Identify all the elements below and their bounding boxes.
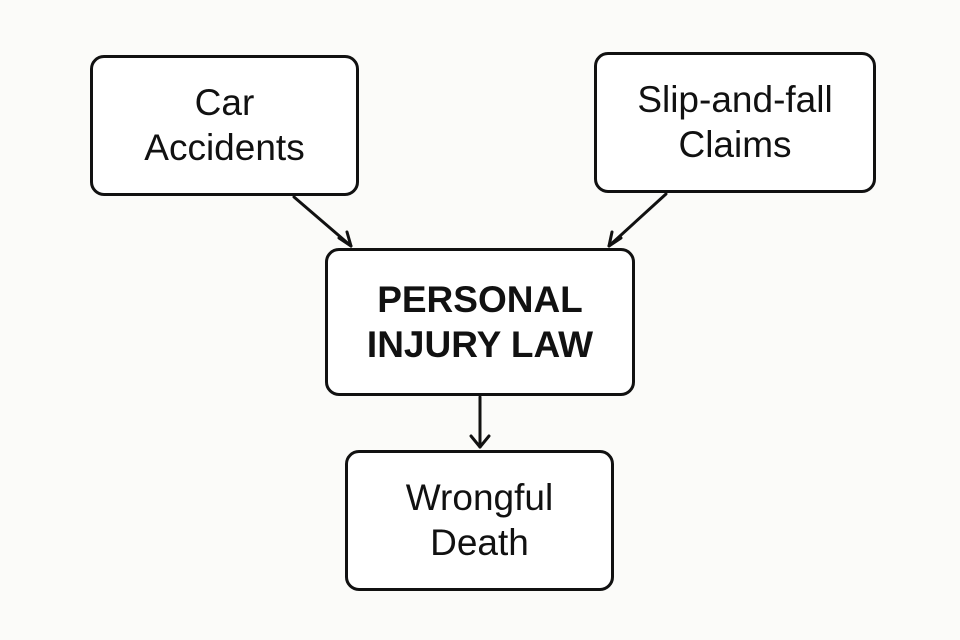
personal-injury-law-label-line-1: PERSONAL (377, 278, 583, 320)
slip-and-fall-claims-label-line-2: Claims (678, 123, 792, 165)
wrongful-death-label: Wrongful Death (406, 476, 553, 565)
personal-injury-law-node: PERSONAL INJURY LAW (325, 248, 635, 396)
wrongful-death-node: Wrongful Death (345, 450, 614, 591)
car-accidents-label-line-1: Car (194, 82, 255, 124)
car-accidents-label-line-2: Accidents (144, 126, 305, 168)
edge-personal-injury-law-to-wrongful-death (469, 395, 491, 449)
edge-car-accidents-to-personal-injury-law (292, 195, 353, 248)
slip-and-fall-claims-label-line-1: Slip-and-fall (637, 79, 833, 121)
slip-and-fall-claims-label: Slip-and-fall Claims (637, 78, 832, 167)
arrowhead-icon (607, 230, 623, 248)
wrongful-death-label-line-2: Death (430, 521, 529, 563)
car-accidents-node: Car Accidents (90, 55, 359, 196)
personal-injury-law-label: PERSONAL INJURY LAW (367, 277, 593, 367)
edge-slip-and-fall-to-personal-injury-law (607, 192, 668, 248)
arrowhead-icon (337, 230, 353, 248)
slip-and-fall-claims-node: Slip-and-fall Claims (594, 52, 876, 193)
wrongful-death-label-line-1: Wrongful (405, 477, 554, 519)
personal-injury-law-label-line-2: INJURY LAW (366, 324, 594, 365)
arrowhead-icon (469, 434, 491, 449)
car-accidents-label: Car Accidents (144, 81, 304, 170)
